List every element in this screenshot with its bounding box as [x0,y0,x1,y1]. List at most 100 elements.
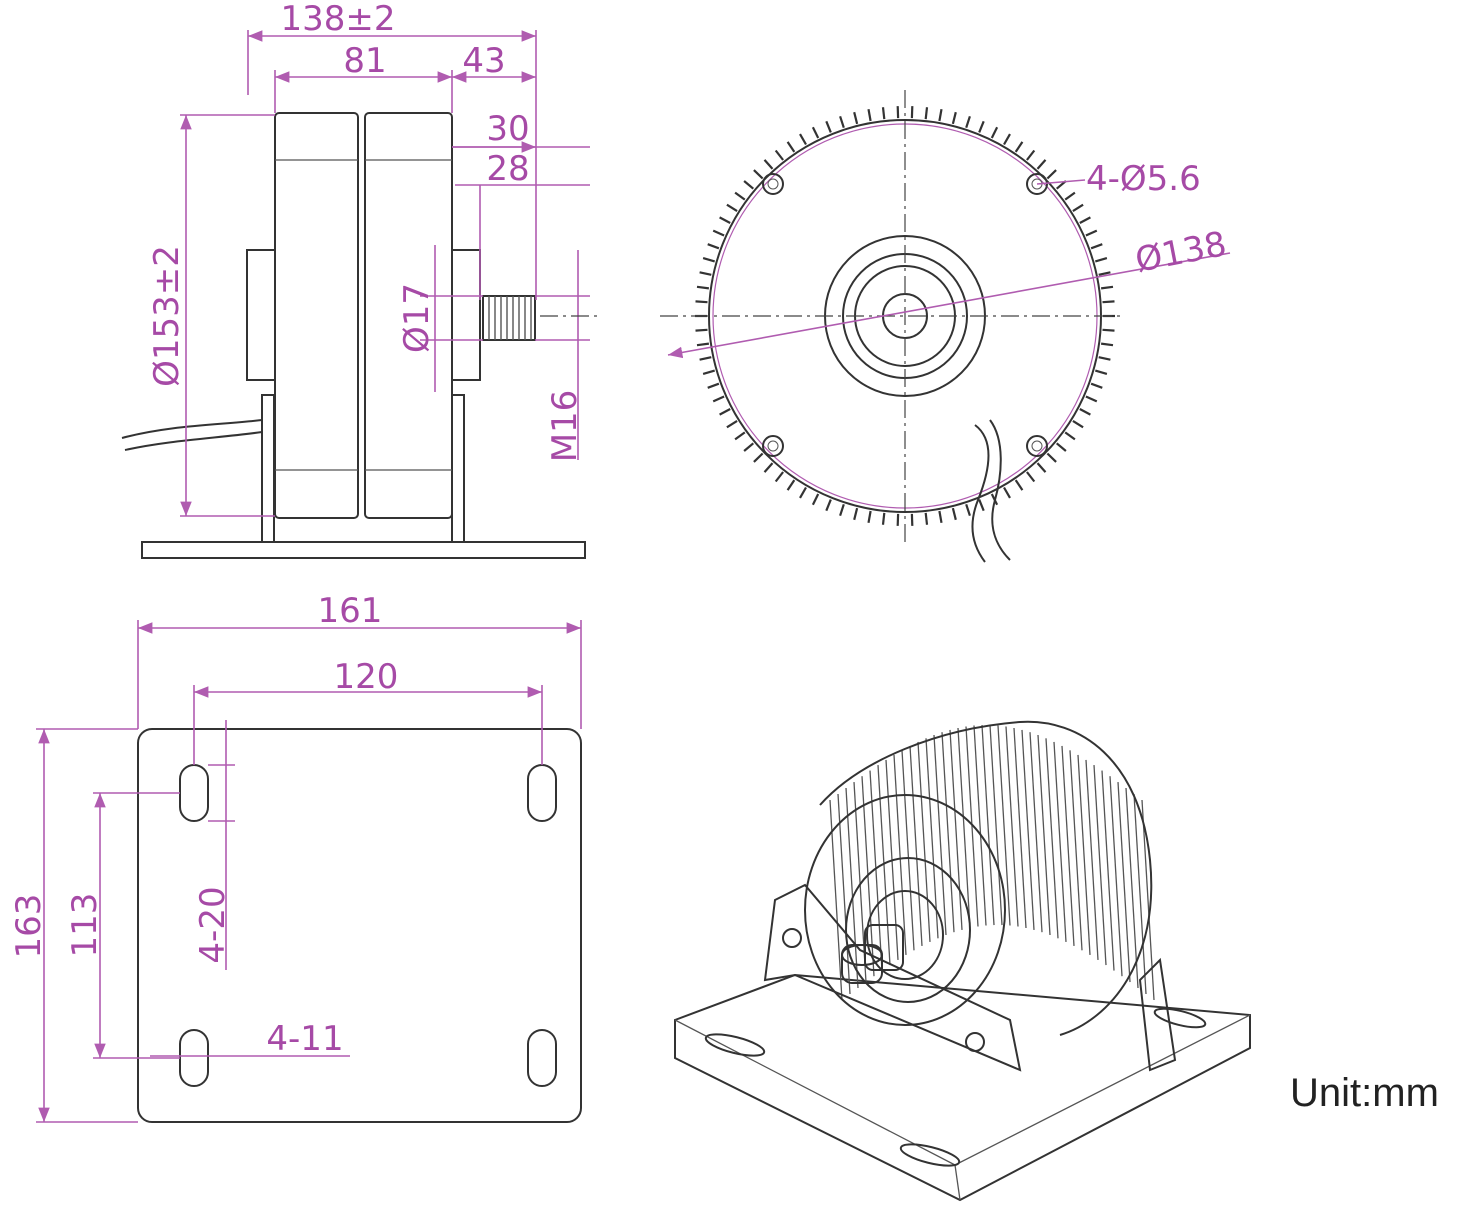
gear-tooth [743,442,755,452]
gear-tooth [867,510,872,523]
gear-tooth [965,115,971,129]
diameter-label: Ø153±2 [147,245,187,387]
gear-tooth [1098,356,1111,361]
gear-tooth [712,229,725,237]
cooling-fin [981,725,995,926]
slot-bl [179,1029,209,1087]
gear-teeth [695,106,1115,526]
shaft-dim-a-label: 30 [486,109,529,149]
cooling-fin [1069,750,1083,951]
cooling-fin [1125,787,1139,989]
gear-tooth [734,431,746,441]
shaft-dim-b-label: 28 [486,149,529,189]
cooling-fin [1141,799,1155,1001]
hole-spacing-y-label: 113 [65,893,105,958]
gear-tooth [699,356,712,361]
side-base-plate [141,541,586,559]
gear-tooth [696,342,710,347]
gear-tooth [951,507,957,521]
front-cable [971,424,990,563]
cooling-fin [1109,776,1123,977]
iso-cooling-fins [829,725,1155,1001]
iso-bracket [763,883,1022,1072]
cooling-fin [837,793,851,995]
gear-tooth [1072,419,1084,429]
gear-tooth [978,499,985,512]
gear-tooth [1003,486,1011,499]
iso-hub [845,857,971,1003]
cooling-fin [917,741,931,942]
shaft-diameter-label: Ø17 [397,283,437,353]
gear-tooth [719,408,731,416]
gear-tooth [1094,257,1108,263]
gear-tooth [1064,191,1076,201]
unit-label: Unit:mm [1290,1071,1439,1115]
gear-tooth [1064,431,1076,441]
cooling-fin [973,725,987,926]
gear-tooth [696,285,710,290]
gear-tooth [1100,342,1114,347]
gear-tooth [965,503,971,517]
gear-tooth [1026,149,1036,161]
mount-hole-bl [762,435,784,457]
cooling-fin [965,726,979,927]
gear-tooth [881,107,886,120]
iso-bolt-2 [965,1032,985,1052]
left-hub [246,249,276,381]
gear-tooth [825,499,832,512]
iso-motor-face [804,794,1006,1026]
gear-tooth [853,111,859,125]
cooling-fin [989,725,1003,926]
gear-tooth [774,471,784,483]
iso-slot-3 [1153,1007,1207,1029]
cooling-fin [901,750,915,951]
slot-width-label: 4-11 [266,1019,343,1059]
gear-tooth [1026,471,1036,483]
cooling-fin [1005,726,1019,927]
gear-tooth [1085,229,1098,237]
gear-tooth [734,191,746,201]
iso-slot-1 [704,1033,766,1057]
cooling-fin [829,799,843,1001]
shaft-length-label: 43 [462,41,505,81]
gear-tooth [1102,328,1115,332]
cooling-fin [1013,727,1027,929]
iso-slot-2 [899,1143,961,1167]
gear-tooth [990,126,999,139]
side-view: 138±2 81 43 30 28 Ø153±2 Ø17 M16 [121,0,600,559]
gear-tooth [1072,203,1084,213]
pitch-circle-label: Ø138 [1132,224,1230,281]
cooling-fin [1117,782,1131,983]
cooling-fin [925,738,939,939]
cooling-fin [1101,770,1115,971]
gear-tooth [743,180,755,190]
gear-tooth [774,149,784,161]
cooling-fin [1037,734,1051,936]
gear-tooth [1036,462,1047,473]
gear-tooth [702,369,716,375]
gear-tooth [978,120,985,133]
gear-tooth [786,141,796,153]
gear-tooth [799,486,807,499]
slot-tl [179,764,209,822]
gear-tooth [811,493,820,506]
gear-tooth [1079,216,1091,224]
cable [121,419,263,439]
gear-tooth [695,300,708,304]
gear-tooth [702,257,716,263]
cooling-fin [957,727,971,929]
gear-tooth [1094,369,1108,375]
gear-tooth [1102,300,1115,304]
gear-tooth [951,111,957,125]
cooling-fin [941,732,955,933]
gear-tooth [825,120,832,133]
base-width-label: 161 [318,591,383,631]
iso-motor-outline [819,720,1153,1036]
cooling-fin [1021,729,1035,930]
gear-tooth [707,243,720,250]
cooling-fin [869,770,883,971]
cooling-fin [933,734,947,936]
gear-tooth [726,419,738,429]
gear-tooth [719,216,731,224]
gear-tooth [924,107,929,120]
